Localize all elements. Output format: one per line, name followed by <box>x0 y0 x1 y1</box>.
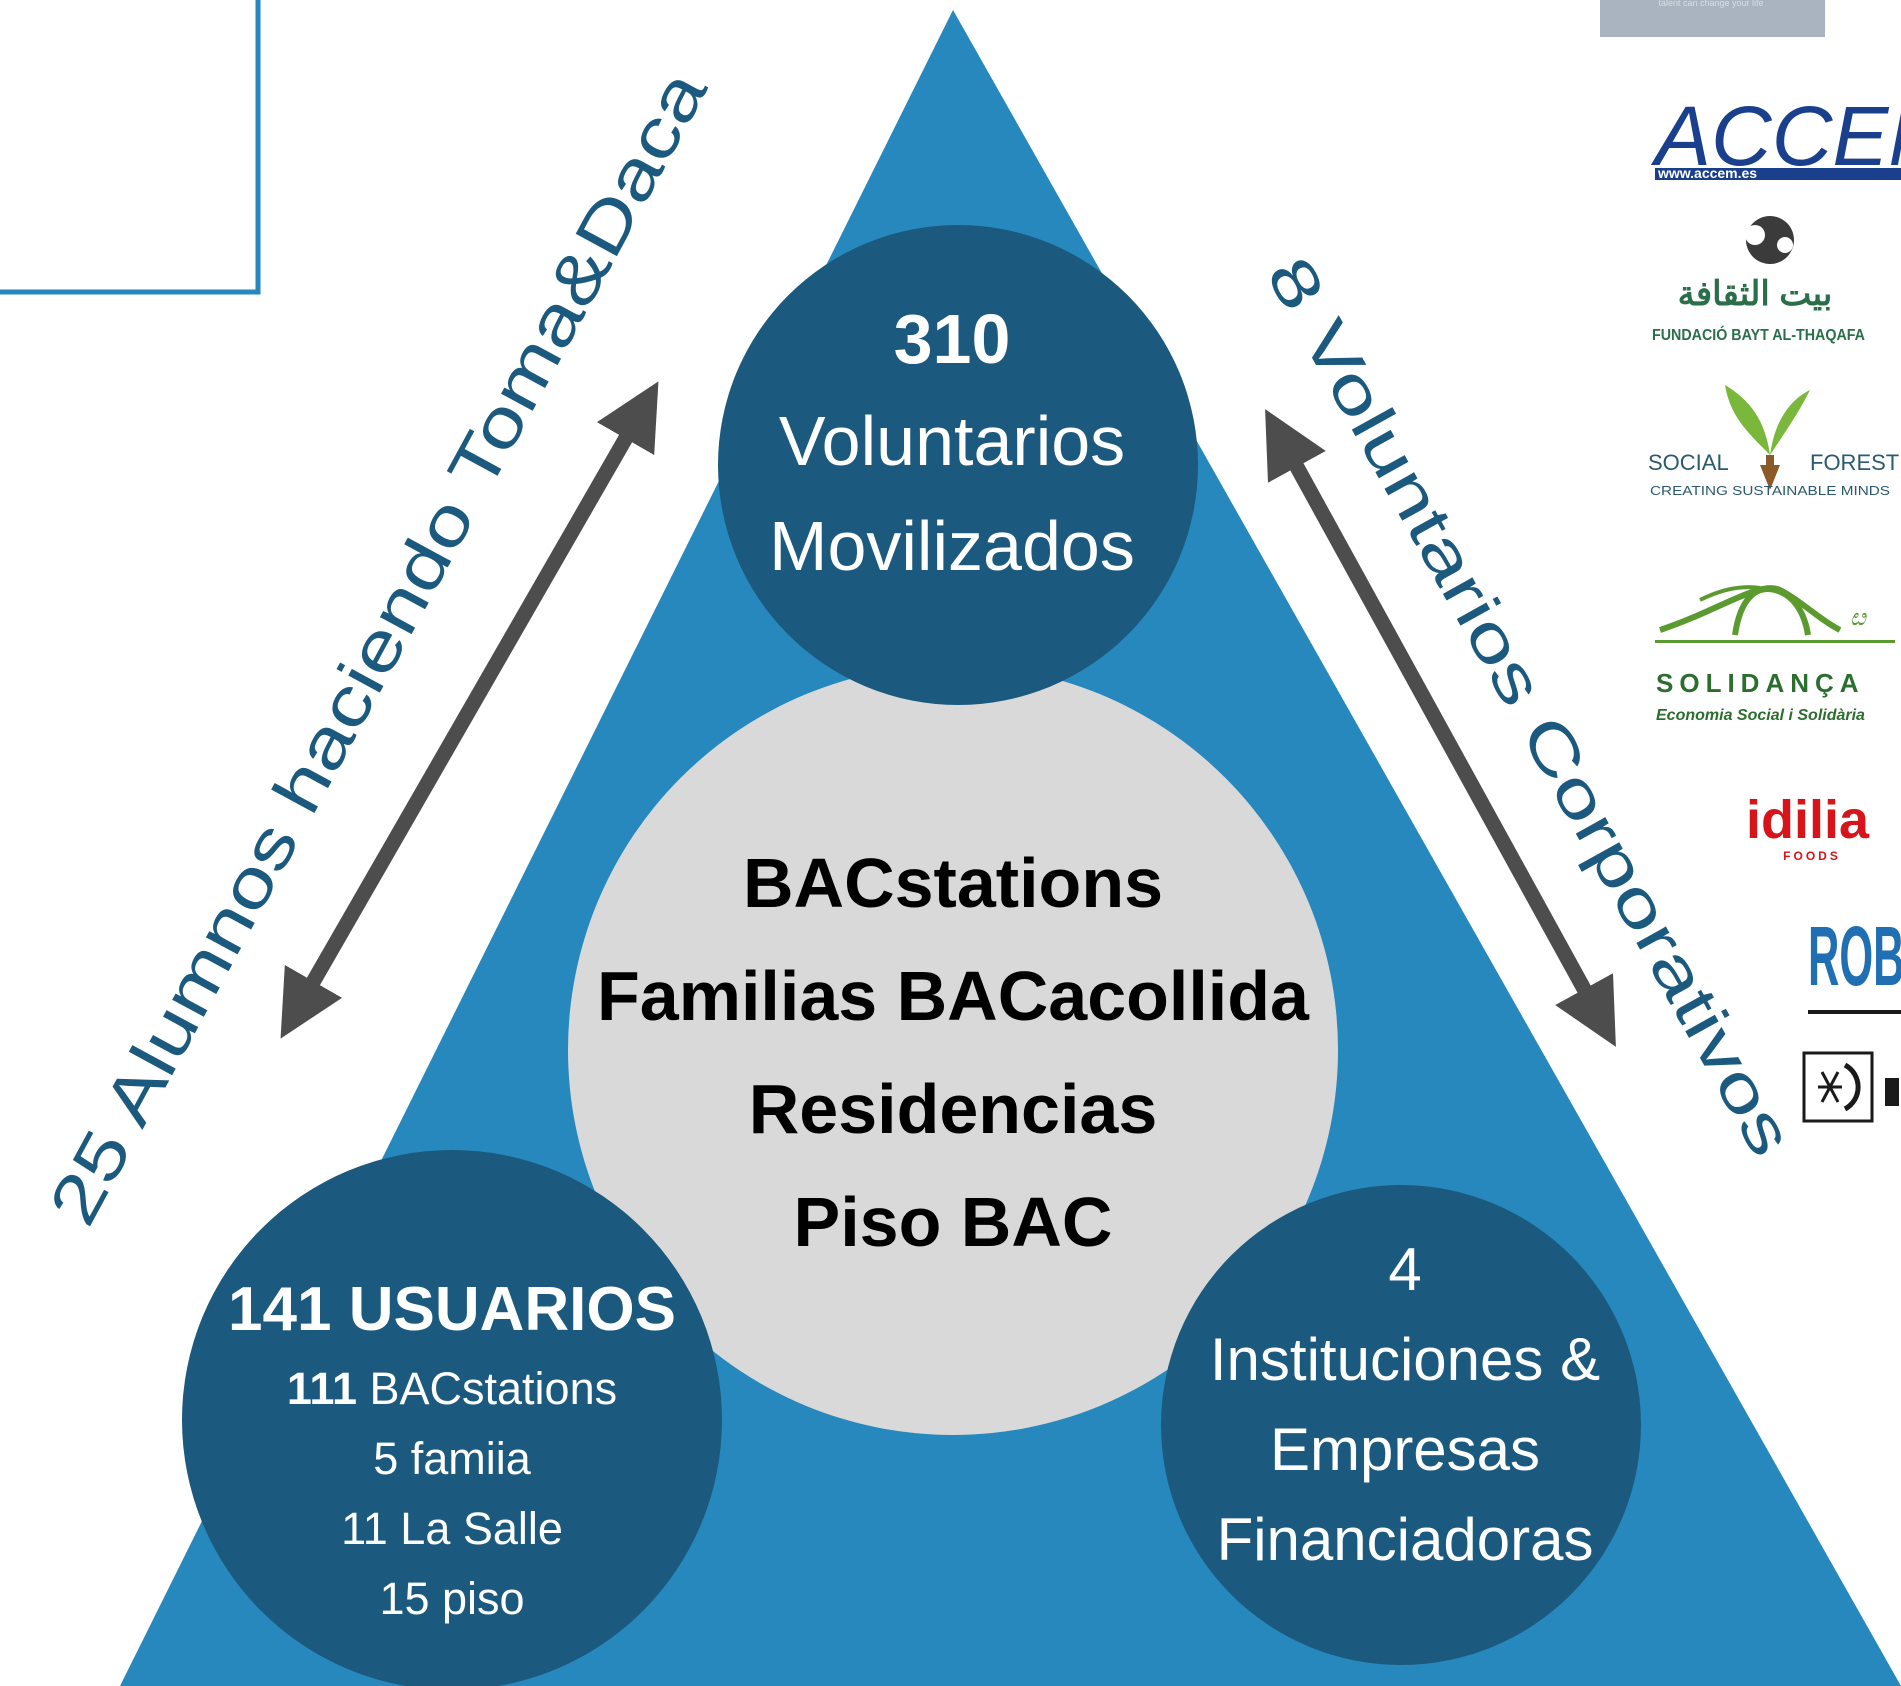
frame-corner <box>0 0 261 295</box>
solidanca-name: SOLIDANÇA <box>1656 668 1865 698</box>
robin-name: ROBIN <box>1808 909 1901 1003</box>
top-badge-tagline: talent can change your life <box>1658 0 1763 8</box>
bayt-logo-arabic: بيت الثقافة <box>1678 275 1833 313</box>
social-forest-logo: SOCIAL FOREST CREATING SUSTAINABLE MINDS <box>1648 385 1899 498</box>
volunteers-label-1: Voluntarios <box>779 402 1125 480</box>
center-circle <box>568 665 1338 1435</box>
bottom-left-circle <box>182 1150 722 1686</box>
users-row-1-number: 111 <box>287 1363 357 1414</box>
users-row-2: 5 famiia <box>373 1433 532 1484</box>
right-double-arrow <box>1265 409 1616 1047</box>
accem-logo: ACCEM www.accem.es <box>1650 89 1901 183</box>
center-line-1: BACstations <box>743 844 1163 922</box>
bottom-right-circle <box>1161 1185 1641 1665</box>
bayt-logo-name: FUNDACIÓ BAYT AL-THAQAFA <box>1652 325 1865 344</box>
users-title: 141 USUARIOS <box>228 1275 676 1344</box>
snowflake-sun-icon <box>1802 1051 1899 1123</box>
volunteers-label-2: Movilizados <box>769 507 1135 585</box>
center-line-3: Residencias <box>749 1070 1158 1148</box>
institutions-label-3: Financiadoras <box>1217 1506 1594 1573</box>
svg-text:ೞ: ೞ <box>1850 604 1867 631</box>
accem-logo-url: www.accem.es <box>1657 165 1757 181</box>
idilia-sub: FOODS <box>1783 849 1841 863</box>
institutions-number: 4 <box>1388 1236 1421 1303</box>
social-forest-right: FOREST <box>1810 450 1899 475</box>
accem-logo-name: ACCEM <box>1650 89 1901 183</box>
robin-logo: ROBIN <box>1808 909 1901 1014</box>
top-circle <box>718 225 1198 705</box>
institutions-label-1: Instituciones & <box>1210 1326 1600 1393</box>
solidanca-tagline: Economia Social i Solidària <box>1656 707 1865 724</box>
solidanca-logo: ೞ SOLIDANÇA Economia Social i Solidària <box>1655 585 1895 724</box>
bayt-logo: بيت الثقافة FUNDACIÓ BAYT AL-THAQAFA <box>1652 216 1865 344</box>
center-line-2: Familias BACacollida <box>597 957 1310 1035</box>
social-forest-left: SOCIAL <box>1648 450 1729 475</box>
institutions-label-2: Empresas <box>1270 1416 1540 1483</box>
top-badge-logo <box>1600 0 1825 37</box>
idilia-name: idilia <box>1746 790 1870 850</box>
volunteers-number: 310 <box>894 300 1011 378</box>
idilia-logo: idilia FOODS <box>1746 790 1870 863</box>
users-row-1: 111 BACstations <box>287 1363 617 1414</box>
users-row-1-label: BACstations <box>357 1363 617 1414</box>
users-row-3: 11 La Salle <box>341 1503 563 1554</box>
sponsor-logos: talent can change your life ACCEM www.ac… <box>1600 0 1901 1123</box>
social-forest-tagline: CREATING SUSTAINABLE MINDS <box>1650 483 1890 498</box>
center-line-4: Piso BAC <box>794 1183 1113 1261</box>
users-row-4: 15 piso <box>379 1573 524 1624</box>
left-double-arrow <box>280 381 659 1039</box>
